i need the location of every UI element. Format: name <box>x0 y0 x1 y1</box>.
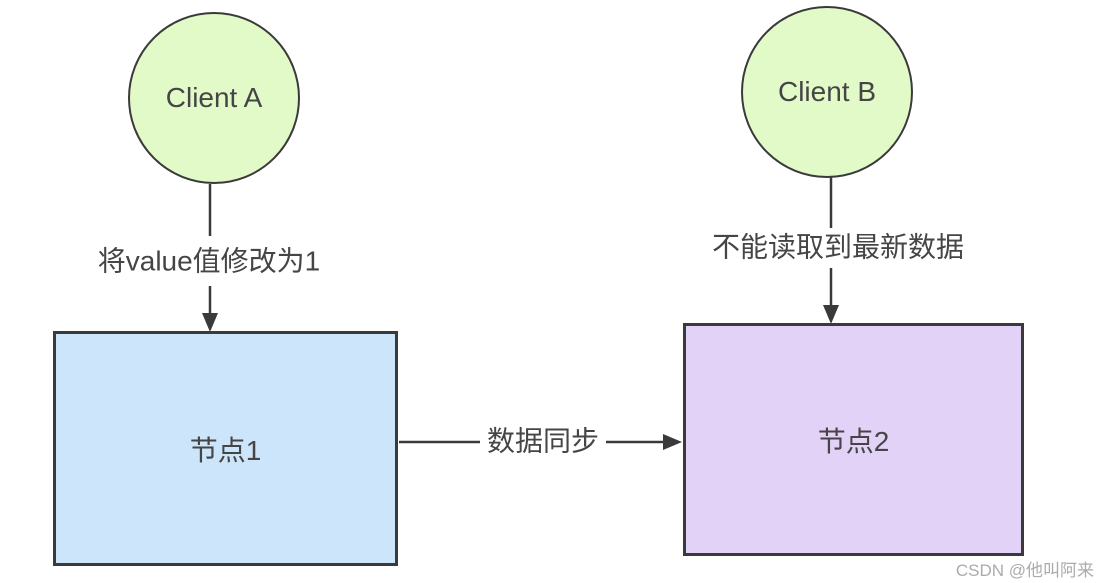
arrowhead-down-icon <box>202 313 218 332</box>
arrowhead-right-icon <box>663 434 682 450</box>
node-client-b: Client B <box>741 6 913 178</box>
node-2-label: 节点2 <box>817 425 890 457</box>
csdn-watermark: CSDN @他叫阿来 <box>955 561 1094 580</box>
arrowhead-down-icon <box>823 305 839 324</box>
node-client-a-label: Client A <box>165 82 263 113</box>
node-client-a: Client A <box>128 12 300 184</box>
edge-label-node-1-to-node-2: 数据同步 <box>483 426 603 458</box>
node-2: 节点2 <box>683 323 1024 556</box>
node-client-b-label: Client B <box>777 76 877 107</box>
edge-label-client-a-to-node-1: 将value值修改为1 <box>94 246 324 278</box>
edge-label-client-b-to-node-2: 不能读取到最新数据 <box>708 232 968 264</box>
node-1-label: 节点1 <box>189 434 262 466</box>
node-1: 节点1 <box>53 331 398 566</box>
